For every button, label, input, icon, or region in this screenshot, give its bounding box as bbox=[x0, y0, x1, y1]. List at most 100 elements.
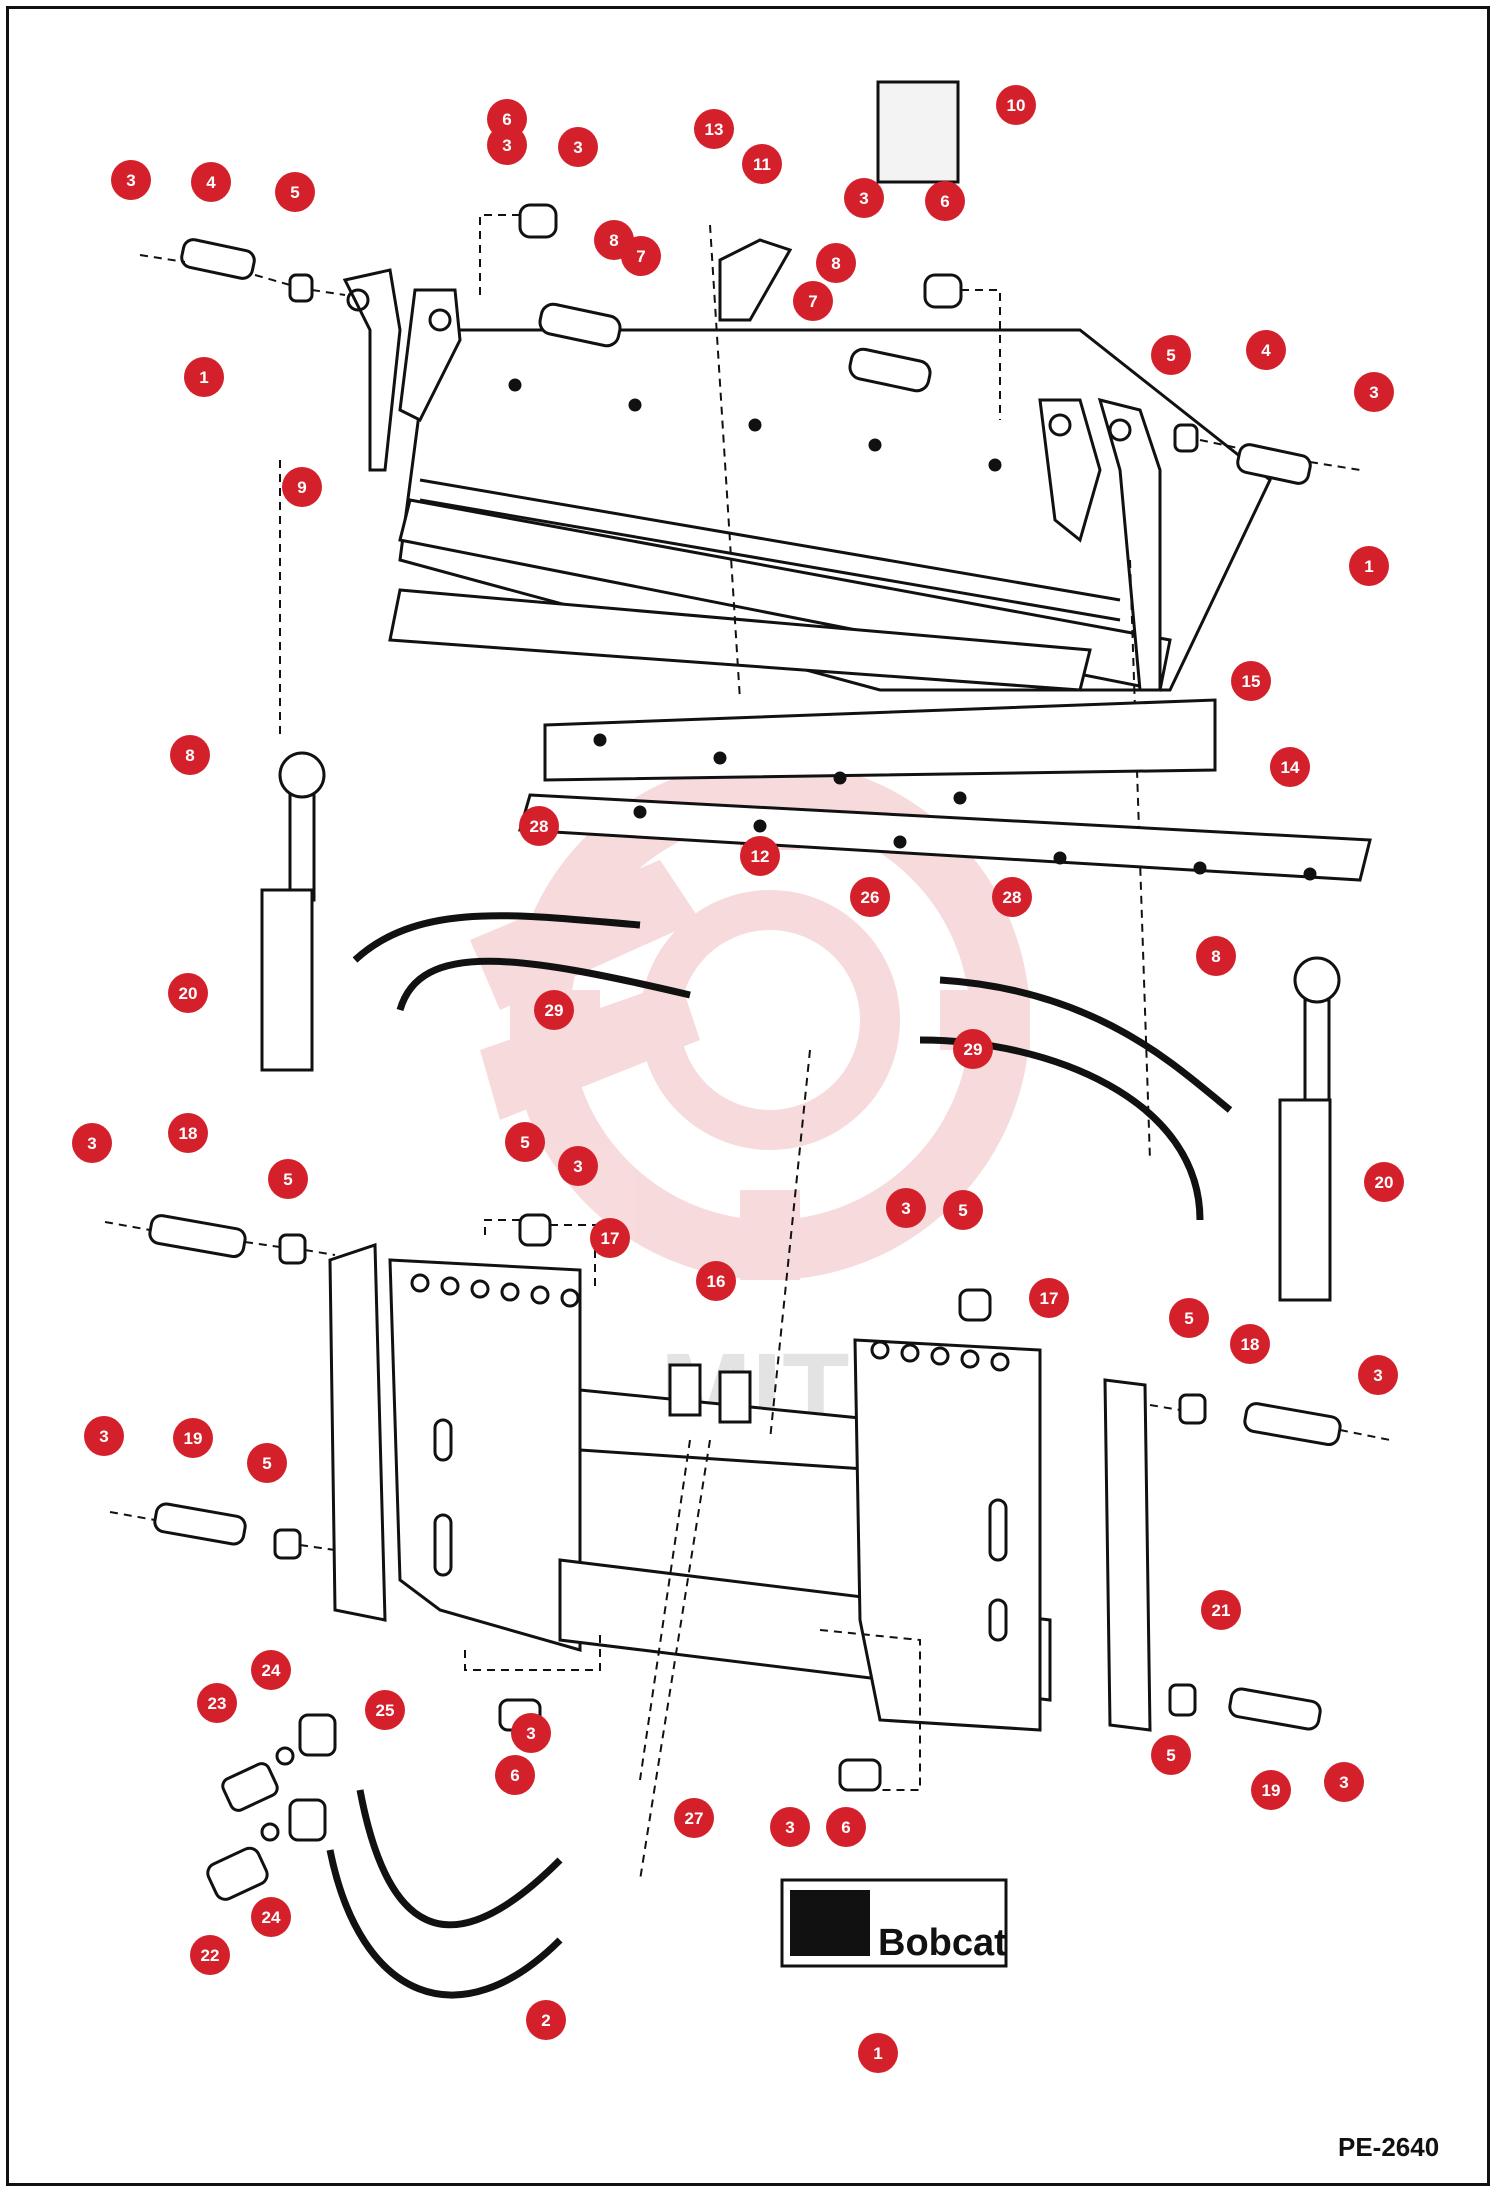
callout-badge-6: 6 bbox=[495, 1755, 535, 1795]
callout-label: 23 bbox=[208, 1694, 227, 1713]
callout-badge-22: 22 bbox=[190, 1935, 230, 1975]
callout-label: 10 bbox=[1007, 96, 1026, 115]
callout-label: 3 bbox=[859, 189, 868, 208]
callout-badge-23: 23 bbox=[197, 1683, 237, 1723]
callout-circle bbox=[511, 1713, 551, 1753]
callout-badge-17: 17 bbox=[1029, 1278, 1069, 1318]
callout-badge-5: 5 bbox=[275, 172, 315, 212]
callout-badge-4: 4 bbox=[191, 162, 231, 202]
callout-label: 4 bbox=[1261, 341, 1271, 360]
callout-circle bbox=[1324, 1762, 1364, 1802]
callout-circle bbox=[168, 973, 208, 1013]
callout-badge-3: 3 bbox=[1354, 372, 1394, 412]
callout-badge-5: 5 bbox=[268, 1159, 308, 1199]
callout-badge-3: 3 bbox=[558, 1146, 598, 1186]
callout-badge-3: 3 bbox=[84, 1416, 124, 1456]
callout-label: 8 bbox=[1211, 947, 1220, 966]
callout-label: 5 bbox=[290, 183, 299, 202]
callout-label: 8 bbox=[831, 254, 840, 273]
callout-circle bbox=[247, 1443, 287, 1483]
callout-circle bbox=[770, 1807, 810, 1847]
callout-badge-6: 6 bbox=[826, 1807, 866, 1847]
callout-circle bbox=[519, 806, 559, 846]
callout-circle bbox=[1349, 546, 1389, 586]
couplers-fittings bbox=[206, 1713, 337, 1901]
callout-label: 19 bbox=[184, 1429, 203, 1448]
callout-circle bbox=[170, 735, 210, 775]
callout-label: 3 bbox=[573, 1157, 582, 1176]
callout-label: 5 bbox=[1166, 346, 1175, 365]
callout-badge-16: 16 bbox=[696, 1261, 736, 1301]
callout-label: 7 bbox=[636, 247, 645, 266]
upper-plate bbox=[342, 268, 1272, 692]
callout-label: 19 bbox=[1262, 1781, 1281, 1800]
callout-circle bbox=[111, 160, 151, 200]
callout-circle bbox=[844, 178, 884, 218]
callout-circle bbox=[1151, 1735, 1191, 1775]
callout-label: 3 bbox=[526, 1724, 535, 1743]
callout-label: 3 bbox=[1339, 1773, 1348, 1792]
callout-label: 3 bbox=[99, 1427, 108, 1446]
callout-circle bbox=[84, 1416, 124, 1456]
callout-circle bbox=[858, 2033, 898, 2073]
callout-circle bbox=[558, 1146, 598, 1186]
callout-badge-9: 9 bbox=[282, 467, 322, 507]
hydraulic-cylinders bbox=[260, 751, 1341, 1302]
callout-badge-29: 29 bbox=[534, 990, 574, 1030]
diagram-border bbox=[6, 6, 1490, 2186]
callout-label: 5 bbox=[262, 1454, 271, 1473]
callout-badge-5: 5 bbox=[1151, 335, 1191, 375]
callout-circle bbox=[1201, 1590, 1241, 1630]
callout-label: 29 bbox=[545, 1001, 564, 1020]
callout-label: 29 bbox=[964, 1040, 983, 1059]
callout-badge-3: 3 bbox=[111, 160, 151, 200]
callout-badge-3: 3 bbox=[72, 1123, 112, 1163]
callout-circle bbox=[1230, 1324, 1270, 1364]
callout-circle bbox=[191, 162, 231, 202]
callout-label: 3 bbox=[502, 136, 511, 155]
callout-badge-3: 3 bbox=[844, 178, 884, 218]
callout-label: 6 bbox=[502, 110, 511, 129]
callout-circle bbox=[694, 109, 734, 149]
callout-label: 14 bbox=[1281, 758, 1300, 777]
callout-badge-19: 19 bbox=[173, 1418, 213, 1458]
top-pins-bushings bbox=[180, 80, 1312, 485]
callout-label: 3 bbox=[1369, 383, 1378, 402]
callout-circle bbox=[816, 243, 856, 283]
callout-label: 16 bbox=[707, 1272, 726, 1291]
callout-circle bbox=[886, 1188, 926, 1228]
callout-circle bbox=[1270, 747, 1310, 787]
callout-circle bbox=[505, 1122, 545, 1162]
callout-circle bbox=[943, 1190, 983, 1230]
callout-circle bbox=[826, 1807, 866, 1847]
decal-logo-text: Bobcat bbox=[878, 1922, 1007, 1964]
frame-dash-lines bbox=[104, 1049, 1391, 1881]
callout-badge-24: 24 bbox=[251, 1650, 291, 1690]
callout-circle bbox=[190, 1935, 230, 1975]
callout-label: 8 bbox=[185, 746, 194, 765]
callout-badge-28: 28 bbox=[519, 806, 559, 846]
callout-circle bbox=[365, 1690, 405, 1730]
bobcat-decal: Bobcat bbox=[780, 1878, 1008, 1968]
callout-badge-3: 3 bbox=[1358, 1355, 1398, 1395]
callout-circle bbox=[1251, 1770, 1291, 1810]
frame-pins-bushings bbox=[148, 1213, 1342, 1792]
callout-circle bbox=[251, 1897, 291, 1937]
callout-badge-4: 4 bbox=[1246, 330, 1286, 370]
callout-label: 17 bbox=[601, 1229, 620, 1248]
callout-badge-6: 6 bbox=[487, 99, 527, 139]
callout-badge-5: 5 bbox=[943, 1190, 983, 1230]
callout-badge-18: 18 bbox=[168, 1113, 208, 1153]
quick-attach-frame bbox=[328, 1242, 1152, 1732]
callout-label: 3 bbox=[87, 1134, 96, 1153]
callout-badge-5: 5 bbox=[247, 1443, 287, 1483]
callout-badge-11: 11 bbox=[742, 144, 782, 184]
callout-label: 8 bbox=[609, 231, 618, 250]
callout-badge-20: 20 bbox=[168, 973, 208, 1013]
callout-circle bbox=[1354, 372, 1394, 412]
callout-badge-27: 27 bbox=[674, 1798, 714, 1838]
callout-badge-24: 24 bbox=[251, 1897, 291, 1937]
callout-badge-3: 3 bbox=[511, 1713, 551, 1753]
callout-badge-6: 6 bbox=[925, 181, 965, 221]
